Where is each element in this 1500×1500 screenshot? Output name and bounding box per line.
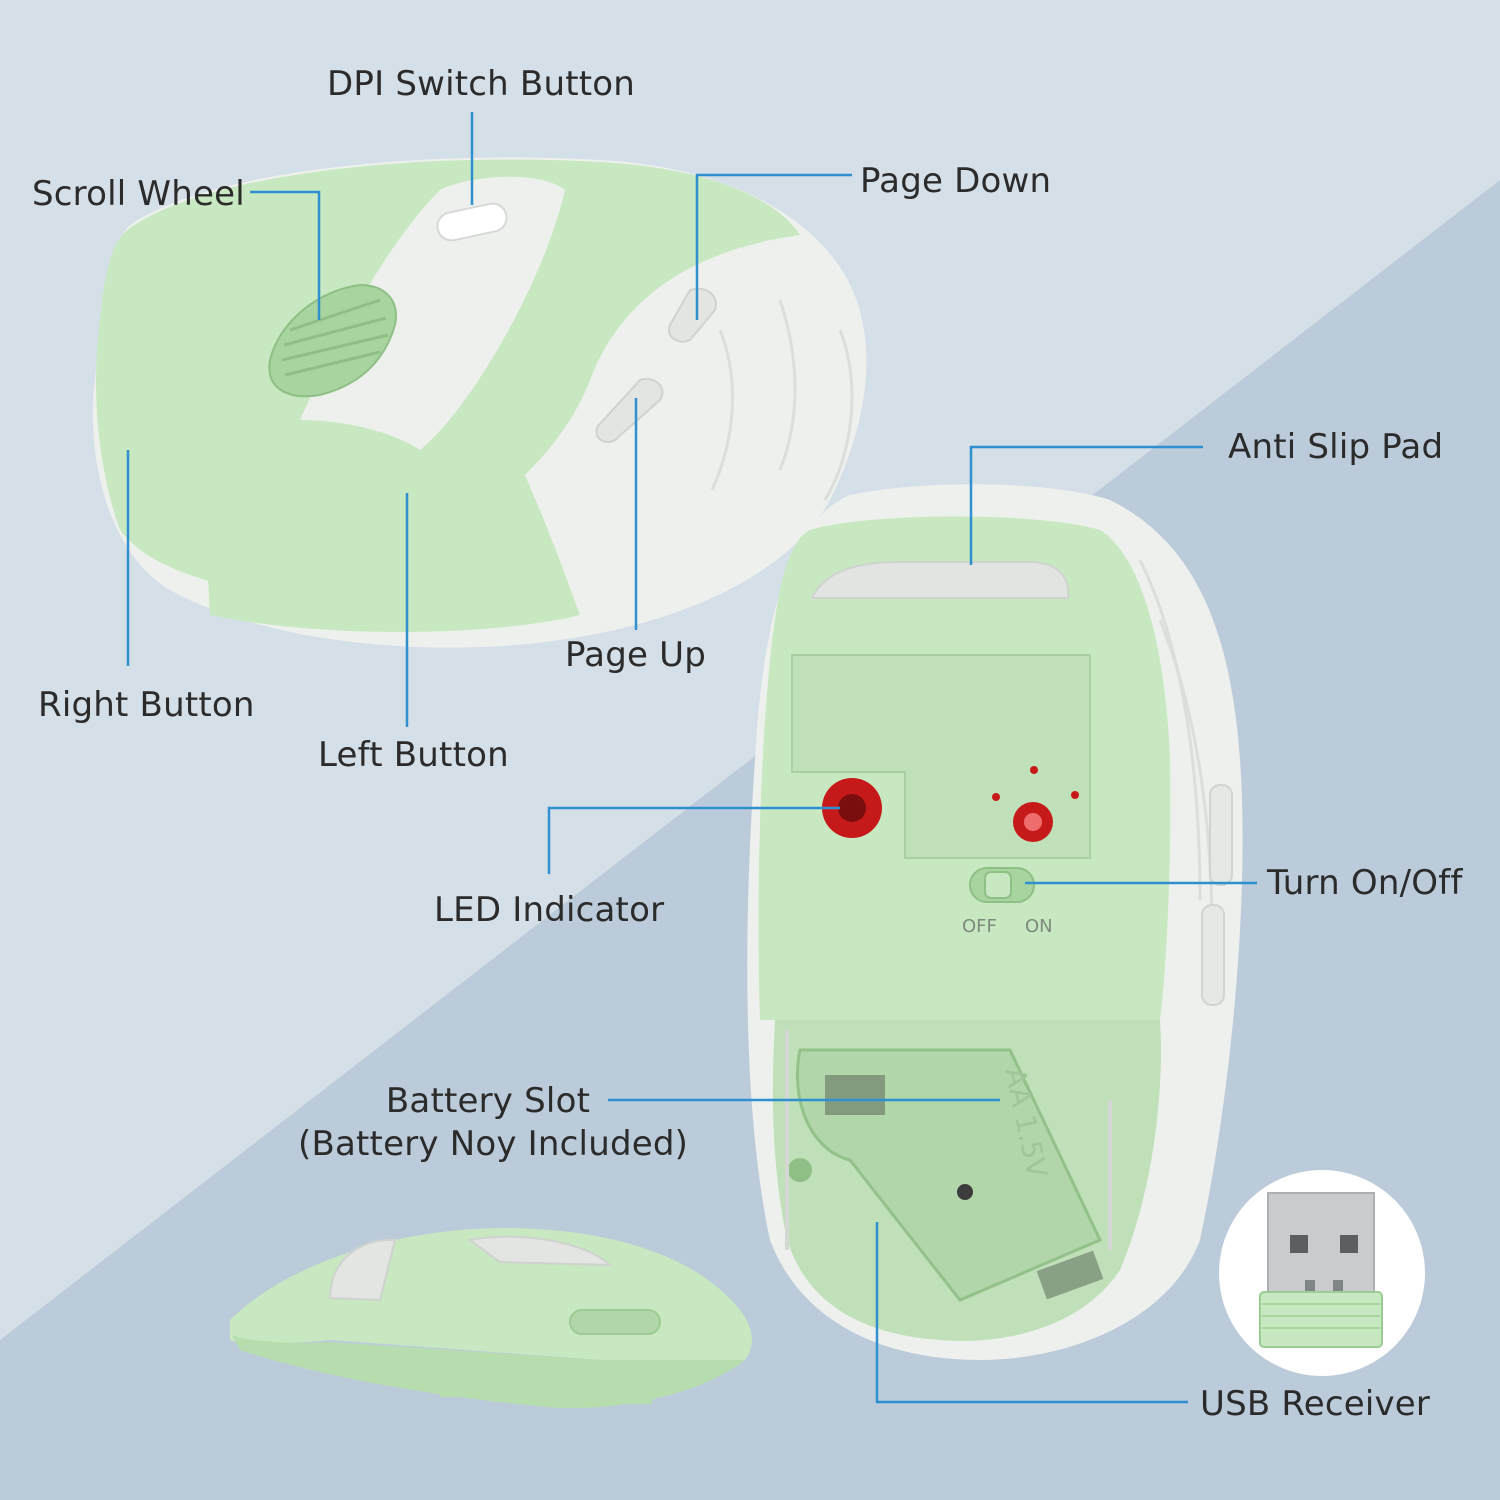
mouse-top-view <box>92 157 867 648</box>
label-right-button: Right Button <box>38 685 255 725</box>
label-page-down: Page Down <box>860 161 1052 201</box>
label-turn-on-off: Turn On/Off <box>1267 863 1463 903</box>
leader-usb <box>875 1222 1188 1404</box>
label-scroll-wheel: Scroll Wheel <box>32 174 245 214</box>
label-led-indicator: LED Indicator <box>434 890 665 930</box>
page-down-button <box>668 287 717 343</box>
leader-lines <box>126 112 1257 1404</box>
dpi-button <box>436 202 508 242</box>
label-left-button: Left Button <box>318 735 509 775</box>
leader-scroll <box>250 190 321 320</box>
label-dpi-switch-button: DPI Switch Button <box>327 64 636 104</box>
label-battery-slot: Battery Slot (Battery Noy Included) <box>298 1080 689 1165</box>
page-up-button <box>595 377 664 444</box>
scroll-wheel <box>268 283 397 398</box>
battery-cover <box>230 1228 752 1409</box>
leader-led <box>547 806 840 874</box>
label-usb-receiver: USB Receiver <box>1200 1384 1431 1424</box>
anti-slip-pad <box>810 561 1070 599</box>
switch-off-label: OFF <box>962 916 997 937</box>
label-anti-slip-pad: Anti Slip Pad <box>1228 427 1444 467</box>
leader-anti-slip <box>969 445 1203 565</box>
label-page-up: Page Up <box>565 635 706 675</box>
switch-on-label: ON <box>1025 916 1053 937</box>
label-battery-slot-line2: (Battery Noy Included) <box>298 1123 689 1164</box>
mouse-bottom-view <box>747 484 1243 1360</box>
leader-page-down <box>695 173 852 320</box>
label-battery-slot-line1: Battery Slot <box>385 1081 591 1121</box>
usb-receiver <box>1219 1170 1425 1376</box>
